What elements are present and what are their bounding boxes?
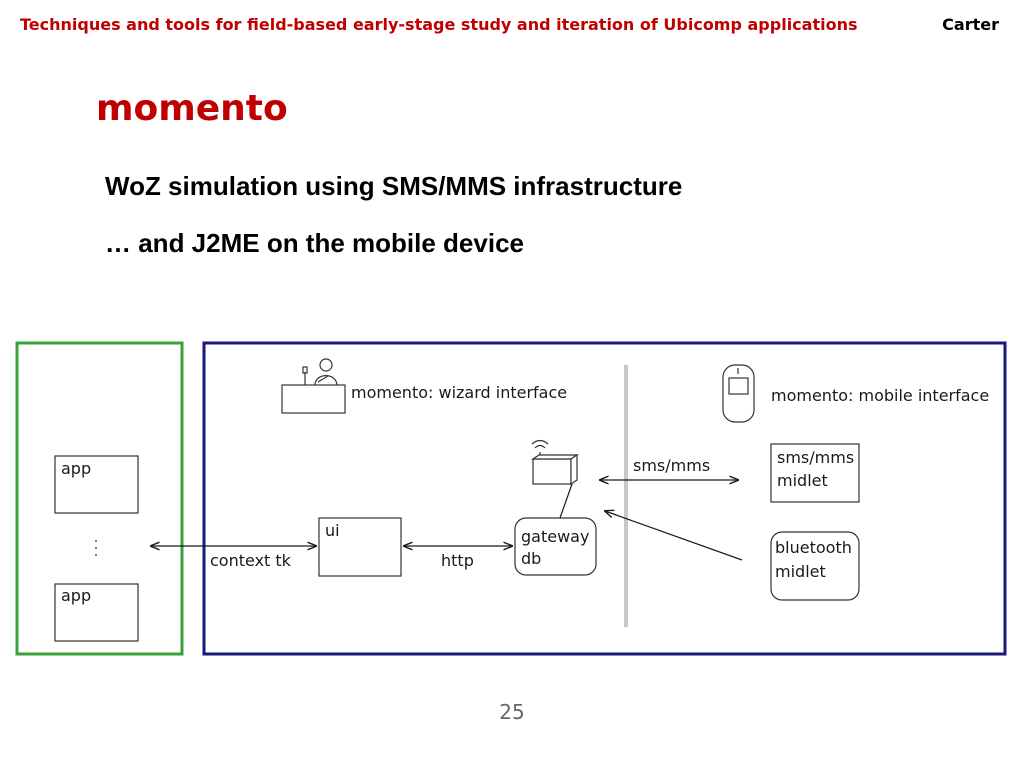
header-title: Techniques and tools for field-based ear… [20,15,858,34]
wizard-interface-label: momento: wizard interface [351,383,567,402]
slide-title: momento [96,88,288,129]
bullet-j2me: … and J2ME on the mobile device [105,228,524,258]
bt-midlet-line1: bluetooth [775,538,852,557]
http-label: http [441,551,474,570]
mobile-phone-icon [722,364,755,423]
ellipsis-dots [95,540,97,556]
app-label-bottom: app [61,586,91,605]
bluetooth-arrow [605,511,743,561]
apps-frame [15,341,184,656]
mobile-interface-label: momento: mobile interface [771,386,989,405]
gateway-db-box [514,517,597,576]
bullet-woz: WoZ simulation using SMS/MMS infrastruct… [105,171,683,201]
server-antenna-icon [531,439,579,486]
bt-midlet-line2: midlet [775,562,826,581]
ui-label: ui [325,521,340,540]
ui-box [318,517,402,577]
app-box-bottom [54,583,139,642]
page-number: 25 [499,700,525,724]
db-label: db [521,549,541,568]
app-label-top: app [61,459,91,478]
server-gateway-link [559,483,573,519]
header-author: Carter [942,15,999,34]
sms-midlet-line1: sms/mms [777,448,854,467]
sms-midlet-box [770,443,860,503]
sms-midlet-line2: midlet [777,471,828,490]
bluetooth-midlet-box [770,531,860,601]
system-frame [202,341,1007,656]
wizard-desk-icon [281,358,346,414]
context-tk-label: context tk [210,551,292,570]
sms-mms-label: sms/mms [633,456,710,475]
app-box-top [54,455,139,514]
gateway-label: gateway [521,527,589,546]
